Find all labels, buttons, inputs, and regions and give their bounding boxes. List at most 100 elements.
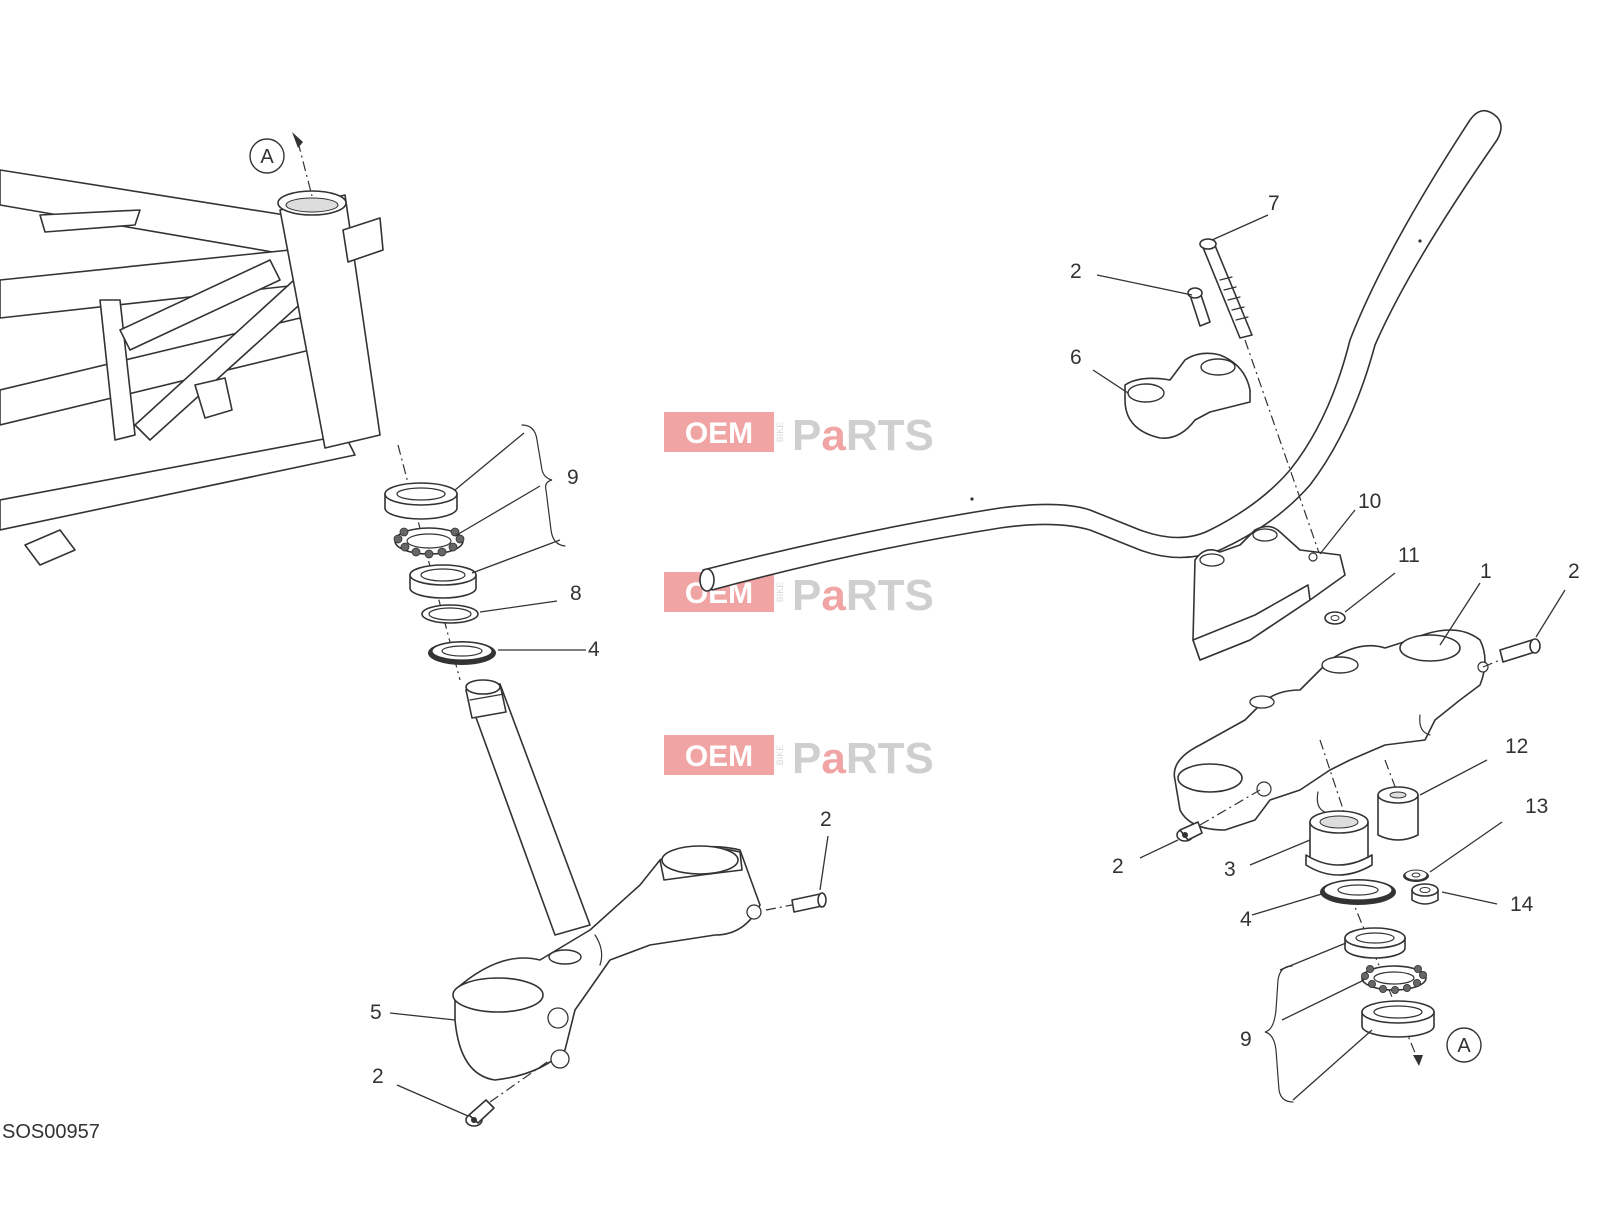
upper-clamp-slot [1419,714,1431,736]
clamp-side-hole [746,904,762,920]
upper-clamp-mount-hole [1249,695,1275,709]
callout-2-right-top: 2 [1070,260,1082,283]
leader-lines [389,214,1566,1117]
callout-12: 12 [1505,735,1528,758]
bearing-outer-race [384,482,458,520]
bearing-inner-race-right [1344,927,1406,959]
handlebar-mark [1418,239,1422,243]
left-bracket-9 [521,424,566,547]
drawing-code: SOS00957 [2,1121,100,1143]
callout-3: 3 [1224,858,1236,881]
handlebar [699,109,1502,592]
callout-2-left-bottom: 2 [372,1065,384,1088]
clamp-stem-boss [548,949,582,965]
handlebar-clamp-cap-6 [1124,352,1251,439]
handlebar-tube [702,109,1502,591]
handlebar-riser-10 [1192,525,1346,661]
bolt-socket-icon [471,1117,477,1123]
lower-triple-clamp [452,845,762,1081]
frame-upper-tube [0,169,291,256]
clamp-pinch-hole [547,1007,569,1029]
view-marker-label: A [1457,1035,1471,1057]
callout-11: 11 [1398,544,1420,567]
upper-clamp-slot [1316,791,1326,813]
right-axis-bolt7 [1244,339,1326,571]
nut-14 [1411,883,1439,905]
bolt-short-2-top [1187,287,1211,327]
dust-seal-4-right [1320,879,1396,905]
callout-8: 8 [570,582,582,605]
bolt-side-right-clamp [1482,638,1541,668]
callout-14: 14 [1510,893,1534,916]
upper-clamp-right-bore [1399,634,1461,662]
right-bracket-9 [1264,965,1294,1103]
callout-13: 13 [1525,795,1548,818]
arrow-head-icon [292,132,303,148]
bolt-side-left-clamp [765,892,827,913]
frame-vertical-strut [99,299,136,441]
stem-tube [465,683,591,936]
clamp-bolt-hole [550,1049,570,1069]
view-marker-a-left: A [249,132,313,197]
callout-10: 10 [1358,490,1381,513]
stem-top-end [465,679,501,695]
view-marker-circle [249,138,285,174]
callout-4-left: 4 [588,638,600,661]
watermark-small-text: BIKE [775,422,785,443]
upper-triple-clamp [1173,629,1489,831]
callout-5: 5 [370,1001,382,1024]
stem-groove-line [469,693,505,701]
head-tube-gusset [342,217,384,263]
callout-9-left: 9 [567,466,579,489]
watermark-parts-text: PaRTS [792,411,934,460]
bearing-inner-race [409,564,477,599]
upper-clamp-left-bore [1177,763,1243,793]
bearing-outer-race-right [1361,1000,1435,1038]
right-axis-stem [1319,739,1351,831]
watermark-group: OEM BIKE PaRTS OEM BIKE PaRTS OEM BIKE P… [664,411,934,783]
bearing-ball-cage-right [1361,965,1428,995]
bolt-bottom-left-clamp [465,1059,551,1127]
frame-brace [119,259,281,351]
view-marker-circle [1446,1027,1482,1063]
bushing-12 [1377,786,1419,841]
frame-bracket [39,209,141,233]
arrow-head-icon [1413,1055,1423,1066]
bolt-left-right-clamp [1176,789,1261,842]
callout-2-left-bolt: 2 [820,808,832,831]
watermark-small-text: BIKE [775,745,785,766]
seal-ring-8 [421,604,479,624]
right-bearing-stack [1344,927,1435,1038]
watermark-parts-text: PaRTS [792,571,934,620]
watermark-box [664,735,774,775]
handlebar-end [699,568,715,592]
callout-2-right-left: 2 [1112,855,1124,878]
watermark-box [664,412,774,452]
handlebar-mark [970,497,974,501]
washer-13 [1403,869,1429,882]
watermark-box-text: OEM [685,740,753,773]
view-marker-label: A [260,146,274,168]
view-marker-a-right: A [1446,1027,1482,1063]
axis-line [297,141,313,197]
washer-11 [1324,611,1346,625]
watermark-3: OEM BIKE PaRTS [664,734,934,783]
bearing-ball-cage [393,527,465,559]
callout-7: 7 [1268,192,1280,215]
head-tube-bore [285,197,339,213]
callout-6: 6 [1070,346,1082,369]
clamp-left-bore [452,977,544,1013]
callout-labels: 9 8 4 2 5 2 7 2 6 10 11 1 2 12 13 2 3 4 … [370,192,1580,1088]
frame-bottom-rail [0,434,356,531]
frame-mount [24,529,76,566]
frame-assembly [0,169,384,566]
steering-stem [465,679,591,936]
upper-clamp-pinch-hole [1256,781,1272,797]
callout-2-right-side: 2 [1568,560,1580,583]
frame-tab [194,377,233,419]
dust-seal-4 [428,641,496,665]
watermark-1: OEM BIKE PaRTS [664,411,934,460]
clamp-right-bore [661,845,739,875]
